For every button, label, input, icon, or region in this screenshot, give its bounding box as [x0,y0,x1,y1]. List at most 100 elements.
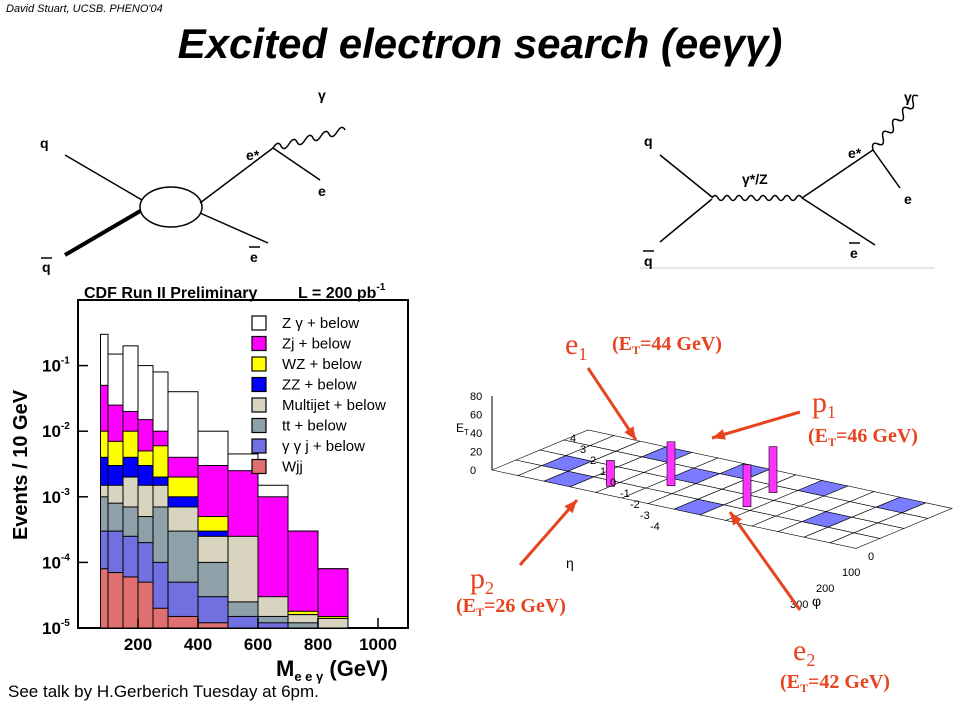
lego-cell [901,502,953,519]
footer-note: See talk by H.Gerberich Tuesday at 6pm. [8,682,319,701]
annotation-label: e2 [793,634,815,670]
y-tick-label: 10-4 [42,552,70,572]
y-axis-label: Events / 10 GeV [10,389,32,540]
annotation-detail: (ET=44 GeV) [612,333,722,357]
label-propagator: γ*/Z [742,171,768,187]
histogram-bar [317,617,349,629]
x-axis-sub: e e γ [294,669,324,684]
legend-swatch [251,438,267,454]
feynman-diagram-right: q q γ*/Z e* γ e e [640,89,935,269]
histogram-bar [257,622,289,629]
label-qbar: q [42,259,51,275]
label-q: q [40,135,49,151]
legend-swatch [251,356,267,372]
phi-tick-label: 200 [816,583,834,595]
annotation-label: p2 [470,562,494,598]
x-axis-unit: (GeV) [323,656,388,681]
eta-tick-label: 3 [580,444,586,456]
annotation-label: p1 [812,386,836,422]
estar-line [199,147,274,204]
eta-tick-label: -1 [620,488,630,500]
quark-line-qbar [63,208,144,257]
phi-axis-label: φ [812,593,821,609]
legend-swatch [251,376,267,393]
label-e: e [904,191,912,207]
legend-label: Multijet + below [282,397,386,414]
legend-swatch [251,397,267,413]
legend-label: Zj + below [282,336,351,353]
eta-tick-label: 2 [590,455,596,467]
lego-towers [606,441,778,508]
y-tick-label: 10-3 [42,487,70,507]
z-tick-label: 20 [470,447,482,459]
lego-tower [742,464,752,508]
slide-title: Excited electron search (eeγγ) [177,20,783,67]
chart-luminosity: L = 200 pb-1 [298,282,386,302]
quark-line-q [659,154,713,198]
histogram-bar [287,622,319,629]
histogram-bar [100,568,109,629]
histogram-bar [227,615,259,629]
lego-tower [606,460,615,487]
eta-tick-label: -4 [650,521,660,533]
phi-tick-label: 0 [868,551,874,563]
eta-axis-label: η [566,555,574,571]
label-qbar: q [644,253,653,269]
phi-tick-label: 100 [842,567,860,579]
quark-line-qbar [659,198,713,243]
histogram-bar [137,581,154,629]
annotation-detail: (ET=46 GeV) [808,425,918,449]
y-tick-label: 10-5 [42,618,70,638]
annotation-arrow [711,410,801,440]
annotations: e1(ET=44 GeV)p1(ET=46 GeV)p2(ET=26 GeV)e… [456,328,918,695]
z-axis-label: ET [456,421,469,437]
annotation-arrow [728,511,802,611]
annotation-label: e1 [565,328,587,364]
annotation-arrow [586,367,638,441]
x-tick-label: 400 [184,635,212,654]
histogram-bar [167,615,199,629]
photon-line [272,126,346,150]
z-tick-label: 80 [470,391,482,403]
legend-label: WZ + below [282,356,362,373]
x-axis-main: M [276,656,294,681]
z-tick-label: 60 [470,410,482,422]
annotation-arrow [518,499,579,566]
lego-tower [666,441,676,487]
eta-tick-label: -2 [630,499,640,511]
legend-label: tt + below [282,418,347,435]
legend-label: Wjj [282,459,303,476]
histogram-bar [107,572,124,629]
histogram-bar [197,622,229,629]
estar-line [801,149,874,199]
ebar-line [801,197,876,246]
quark-line-q [64,154,143,201]
label-ebar: e [850,245,858,261]
lego-z-axis: ET [456,396,493,470]
legend-swatch [251,315,267,331]
arrow-head [624,426,636,440]
z-tick-label: 40 [470,428,482,440]
x-tick-label: 600 [244,635,272,654]
label-q: q [644,133,653,149]
eta-tick-label: 1 [600,466,606,478]
chart-title: CDF Run II Preliminary [84,285,257,302]
arrow-head [730,512,742,526]
lego-floor [491,429,953,549]
arrow-head [564,500,577,514]
eta-tick-label: -3 [640,510,650,522]
luminosity-text: L = 200 pb [298,285,377,302]
ebar-line [199,212,269,244]
header-credit: David Stuart, UCSB. PHENO'04 [6,3,163,15]
eta-tick-label: 4 [570,433,576,445]
e-line [272,147,321,181]
lego-tower [768,446,778,493]
x-axis-label: Me e γ (GeV) [276,656,388,684]
legend-label: ZZ + below [282,377,357,394]
y-tick-label: 10-1 [42,356,70,376]
label-estar: e* [848,145,862,161]
eta-tick-label: 0 [610,477,616,489]
legend-swatch [251,335,267,352]
label-gamma: γ [318,87,326,103]
